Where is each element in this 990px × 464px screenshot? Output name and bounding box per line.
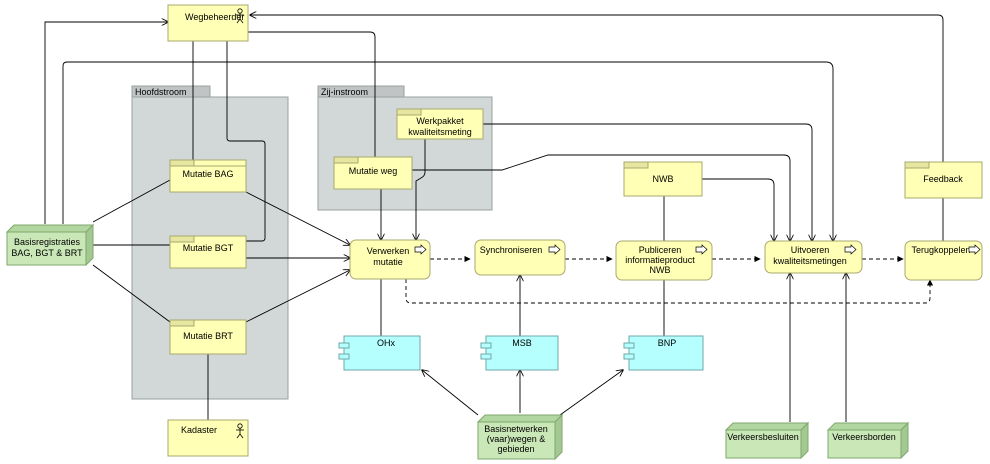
business-object-feedback[interactable]: Feedback xyxy=(904,161,983,199)
basisnetwerken-label-line2: (vaar)wegen & xyxy=(487,434,546,444)
business-object-mutatie-brt[interactable]: Mutatie BRT xyxy=(169,319,247,355)
connections xyxy=(44,15,944,422)
actor-wegbeheerder-label: Wegbeheerder xyxy=(185,12,244,22)
process-synchroniseren[interactable]: Synchroniseren xyxy=(474,239,566,276)
mutatie-brt-label: Mutatie BRT xyxy=(183,331,233,341)
line-nwb-uitvoeren xyxy=(702,178,774,241)
mutatie-bgt-label: Mutatie BGT xyxy=(183,243,234,253)
msb-label: MSB xyxy=(512,338,532,348)
component-icon xyxy=(623,353,635,360)
component-icon xyxy=(480,353,492,360)
actor-icon xyxy=(236,423,244,439)
publiceren-label-line1: Publiceren xyxy=(639,245,682,255)
nwb-label: NWB xyxy=(653,174,674,184)
mutatie-bag-label: Mutatie BAG xyxy=(182,169,233,179)
verkeersborden-label: Verkeersborden xyxy=(832,432,896,442)
line-werkpakket-uitvoeren xyxy=(483,123,812,241)
line-basisnetwerken-bnp xyxy=(559,370,623,416)
line-basisregistraties-uitvoeren xyxy=(62,61,833,241)
process-arrow-icon xyxy=(695,244,708,255)
process-arrow-icon xyxy=(968,244,981,255)
group-hoofdstroom-label: Hoofdstroom xyxy=(135,87,187,97)
basisnetwerken-label-line1: Basisnetwerken xyxy=(484,424,548,434)
basisnetwerken-label-line3: gebieden xyxy=(497,444,534,454)
component-icon xyxy=(623,342,635,349)
group-zij-instroom[interactable]: Zij-instroom xyxy=(317,85,493,211)
triggering-flows xyxy=(405,255,934,304)
line-mutatie-weg-uitvoeren xyxy=(412,154,790,241)
process-verwerken-mutatie[interactable]: Verwerken mutatie xyxy=(349,239,431,280)
synchroniseren-label: Synchroniseren xyxy=(480,245,543,255)
actor-icon xyxy=(236,8,244,24)
component-icon xyxy=(480,342,492,349)
publiceren-label-line2: informatieproduct xyxy=(625,255,695,265)
node-verkeersbesluiten[interactable]: Verkeersbesluiten xyxy=(724,421,810,460)
flow-verwerken-terugkoppelen xyxy=(405,279,934,304)
business-object-mutatie-bgt[interactable]: Mutatie BGT xyxy=(169,235,247,269)
line-bag-verwerken xyxy=(245,191,350,245)
process-publiceren[interactable]: Publiceren informatieproduct NWB xyxy=(615,240,713,281)
business-object-mutatie-weg[interactable]: Mutatie weg xyxy=(333,156,413,190)
line-brt-verwerken xyxy=(245,270,350,323)
verwerken-label-line1: Verwerken xyxy=(367,246,410,256)
business-object-mutatie-bag[interactable]: Mutatie BAG xyxy=(169,159,247,193)
ohx-label: OHx xyxy=(377,338,396,348)
application-component-bnp[interactable]: BNP xyxy=(623,335,704,371)
publiceren-label-line3: NWB xyxy=(650,265,671,275)
node-verkeersborden[interactable]: Verkeersborden xyxy=(826,421,910,460)
node-basisnetwerken[interactable]: Basisnetwerken (vaar)wegen & gebieden xyxy=(476,413,564,461)
line-basisregistraties-wegbeheerder xyxy=(44,22,168,224)
actor-kadaster[interactable]: Kadaster xyxy=(167,419,249,457)
process-uitvoeren-kwaliteitsmetingen[interactable]: Uitvoeren kwaliteitsmetingen xyxy=(764,240,863,274)
uitvoeren-label-line1: Uitvoeren xyxy=(791,245,830,255)
line-basisnetwerken-ohx xyxy=(422,370,479,416)
business-object-werkpakket[interactable]: Werkpakket kwaliteitsmeting xyxy=(396,108,484,140)
node-basisregistraties[interactable]: Basisregistraties BAG, BGT & BRT xyxy=(5,223,95,267)
feedback-label: Feedback xyxy=(923,174,963,184)
bnp-label: BNP xyxy=(658,338,677,348)
component-icon xyxy=(338,353,350,360)
werkpakket-label-line2: kwaliteitsmeting xyxy=(408,127,472,137)
group-zij-instroom-label: Zij-instroom xyxy=(321,87,368,97)
process-arrow-icon xyxy=(548,244,561,255)
uitvoeren-label-line2: kwaliteitsmetingen xyxy=(773,256,847,266)
basisregistraties-label-line1: Basisregistraties xyxy=(14,237,81,247)
terugkoppelen-label: Terugkoppelen xyxy=(911,245,970,255)
line-basisregistraties-bag xyxy=(92,179,171,223)
line-wegbeheerder-mutatie-weg xyxy=(248,31,376,157)
werkpakket-label-line1: Werkpakket xyxy=(416,116,464,126)
mutatie-weg-label: Mutatie weg xyxy=(349,166,398,176)
business-object-nwb[interactable]: NWB xyxy=(623,161,703,197)
application-component-msb[interactable]: MSB xyxy=(480,335,559,371)
component-icon xyxy=(338,342,350,349)
verwerken-label-line2: mutatie xyxy=(373,257,403,267)
line-basisregistraties-brt xyxy=(92,264,171,323)
actor-wegbeheerder[interactable]: Wegbeheerder xyxy=(167,4,249,42)
verkeersbesluiten-label: Verkeersbesluiten xyxy=(727,432,799,442)
process-terugkoppelen[interactable]: Terugkoppelen xyxy=(904,240,983,281)
application-component-ohx[interactable]: OHx xyxy=(338,335,421,371)
process-arrow-icon xyxy=(414,244,427,255)
line-feedback-wegbeheerder xyxy=(250,15,944,162)
process-arrow-icon xyxy=(844,244,857,255)
actor-kadaster-label: Kadaster xyxy=(181,425,217,435)
line-werkpakket-verwerken xyxy=(416,139,426,240)
line-wegbeheerder-bgt xyxy=(226,41,266,242)
basisregistraties-label-line2: BAG, BGT & BRT xyxy=(11,248,83,258)
